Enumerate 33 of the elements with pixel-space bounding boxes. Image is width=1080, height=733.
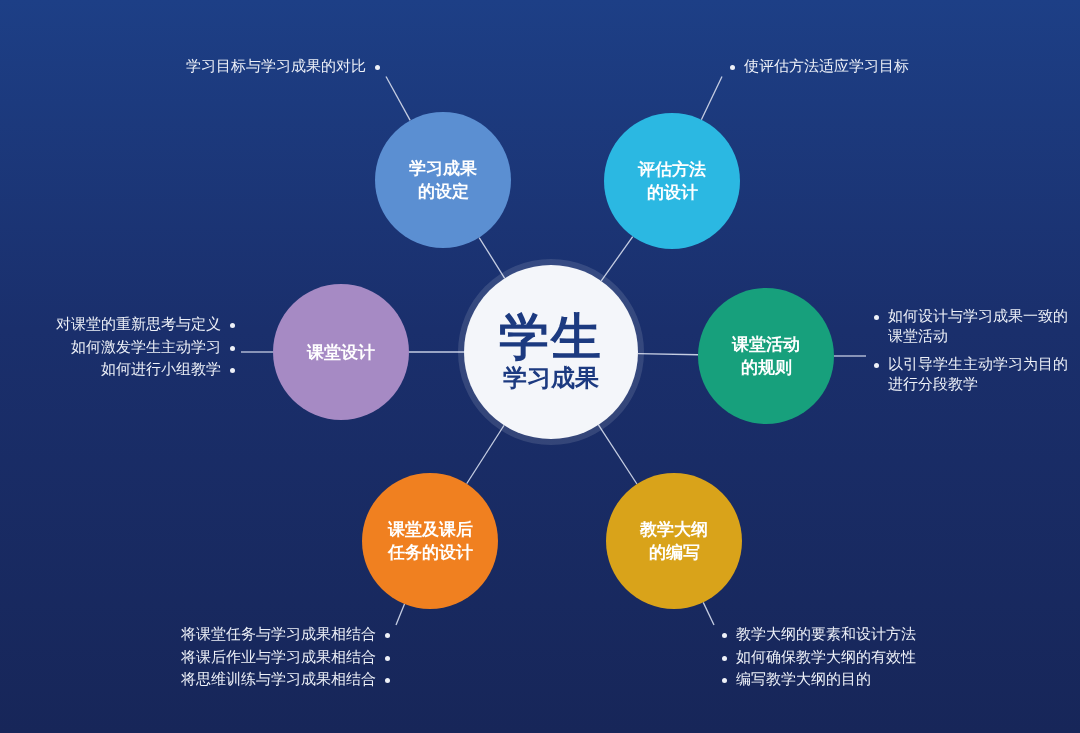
- connector-line: [600, 235, 634, 282]
- topic-label: 教学大纲的编写: [639, 518, 709, 564]
- topic-label: 课堂活动的规则: [730, 333, 801, 379]
- bullet-item: 以引导学生主动学习为目的进行分段教学: [866, 355, 1080, 394]
- connector-line: [385, 75, 411, 122]
- connector-line: [395, 603, 406, 626]
- center-subtitle: 学习成果: [503, 363, 599, 393]
- bullet-item: 学习目标与学习成果的对比: [186, 57, 386, 77]
- connector-line: [408, 351, 465, 353]
- connector-line: [833, 355, 867, 357]
- bullet-item: 教学大纲的要素和设计方法: [714, 625, 916, 645]
- bullet-item: 将课堂任务与学习成果相结合: [181, 625, 396, 645]
- bullet-item: 如何确保教学大纲的有效性: [714, 647, 916, 667]
- connector-line: [637, 352, 699, 356]
- bullet-item: 将课后作业与学习成果相结合: [181, 647, 396, 667]
- bullet-item: 如何设计与学习成果一致的课堂活动: [866, 307, 1080, 346]
- bullet-item: 使评估方法适应学习目标: [722, 57, 909, 77]
- bullet-item: 如何进行小组教学: [101, 360, 241, 380]
- center-title: 学生: [499, 311, 603, 364]
- connector-line: [466, 424, 505, 485]
- connector-line: [478, 236, 506, 279]
- connector-line: [240, 351, 274, 353]
- bullet-item: 将思维训练与学习成果相结合: [181, 670, 396, 690]
- topic-label: 评估方法的设计: [636, 158, 707, 204]
- topic-label: 课堂及课后任务的设计: [386, 518, 474, 564]
- topic-label: 学习成果的设定: [408, 157, 478, 203]
- bullet-item: 对课堂的重新思考与定义: [56, 315, 241, 335]
- connector-line: [700, 75, 723, 121]
- bullet-item: 如何激发学生主动学习: [71, 337, 241, 357]
- topic-label: 课堂设计: [305, 340, 376, 364]
- bullet-item: 编写教学大纲的目的: [714, 670, 871, 690]
- connector-line: [597, 424, 638, 485]
- connector-line: [702, 601, 715, 626]
